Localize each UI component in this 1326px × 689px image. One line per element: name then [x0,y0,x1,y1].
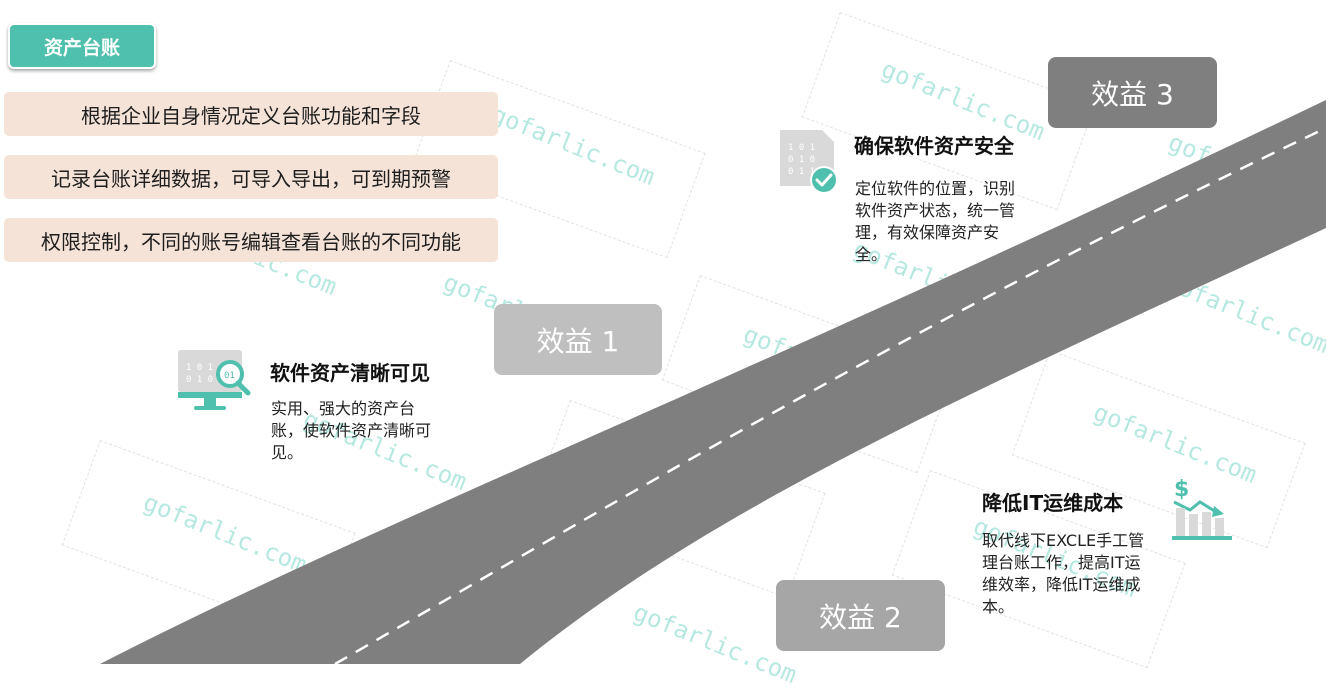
benefit-2-title: 降低IT运维成本 [982,491,1124,515]
monitor-search-icon: 1 0 1 0 1 0 01 [176,348,252,414]
svg-text:0 1 0: 0 1 0 [186,375,213,385]
svg-text:0 1 1: 0 1 1 [788,167,815,177]
benefit-1-box: 效益 1 [494,304,662,375]
benefit-3-title: 确保软件资产安全 [854,134,1014,158]
svg-text:01: 01 [224,371,235,381]
asset-ledger-tag: 资产台账 [8,23,156,69]
road-center-line [334,126,1326,664]
road-surface [100,100,1326,664]
benefit-2-desc: 取代线下EXCLE手工管理台账工作，提高IT运维效率，降低IT运维成本。 [982,531,1145,616]
benefit-1-title: 软件资产清晰可见 [270,361,430,385]
benefit-3-desc: 定位软件的位置，识别软件资产状态，统一管理，有效保障资产安全。 [855,179,1016,264]
benefit-3-box: 效益 3 [1048,57,1217,128]
benefit-1-desc: 实用、强大的资产台账，使软件资产清晰可见。 [271,399,432,462]
feature-bar: 记录台账详细数据，可导入导出，可到期预警 [4,155,498,199]
feature-bar: 根据企业自身情况定义台账功能和字段 [4,92,498,136]
cost-chart-icon: $ [1170,472,1234,542]
svg-text:$: $ [1174,477,1189,502]
secure-file-icon: 1 0 1 0 1 0 0 1 1 [778,128,840,196]
benefit-2-box: 效益 2 [776,580,945,651]
svg-text:1 0 1: 1 0 1 [186,363,213,373]
svg-text:0 1 0: 0 1 0 [788,155,815,165]
road-graphic [100,100,1326,664]
svg-text:1 0 1: 1 0 1 [788,143,815,153]
feature-bar: 权限控制，不同的账号编辑查看台账的不同功能 [4,218,498,262]
